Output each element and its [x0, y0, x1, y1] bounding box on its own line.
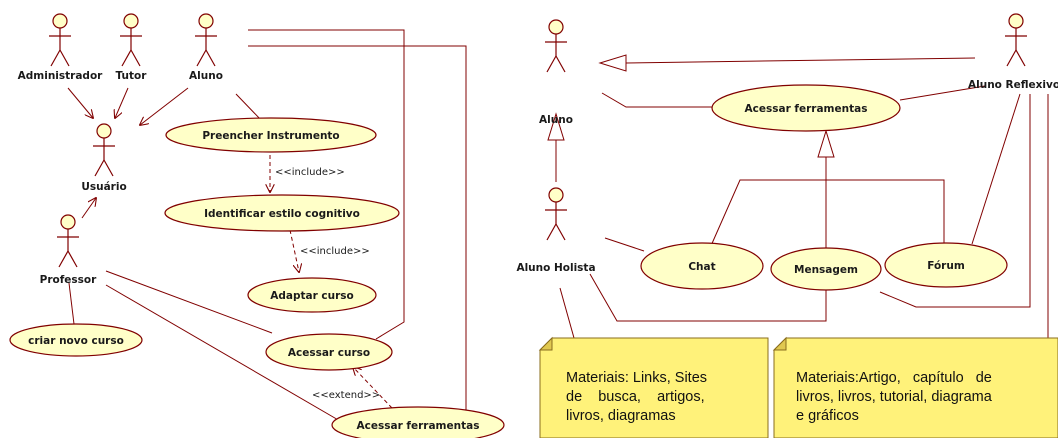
usecase-acessar-curso-label: Acessar curso	[288, 347, 370, 359]
actor-aluno-reflexivo-figure	[1005, 13, 1027, 67]
usecase-mensagem-label: Mensagem	[794, 264, 858, 276]
assoc-aluno-acessar-ferramentas-right	[601, 92, 712, 108]
left-usecases	[9, 117, 505, 438]
generalization-reflexivo-aluno	[625, 57, 976, 64]
usecase-preencher-instrumento[interactable]	[165, 117, 377, 153]
assoc-professor-usuario	[81, 198, 96, 219]
note-2-line-2: livros, livros, tutorial, diagrama	[796, 389, 993, 405]
generalization-holista-arrowhead	[547, 112, 565, 141]
actor-administrador-label: Administrador	[18, 70, 104, 82]
usecase-forum-label: Fórum	[927, 260, 965, 272]
usecase-criar-novo-curso[interactable]	[9, 323, 143, 357]
usecase-adaptar-label: Adaptar curso	[270, 290, 354, 302]
right-usecases	[640, 84, 1008, 291]
usecase-chat[interactable]	[640, 242, 764, 290]
right-actors	[545, 13, 1027, 241]
usecase-preencher-label: Preencher Instrumento	[202, 130, 339, 142]
actor-usuario-figure	[93, 123, 115, 177]
generalization-reflexivo-arrowhead	[598, 54, 627, 72]
note-2: Materiais:Artigo, capítulo de livros, li…	[772, 336, 1058, 438]
usecase-acessar-ferramentas-right[interactable]	[711, 84, 901, 132]
generalization-tools-arrowhead	[817, 129, 835, 158]
usecase-chat-label: Chat	[688, 261, 715, 273]
extend-label: <<extend>>	[312, 390, 380, 401]
actor-aluno-label: Aluno	[189, 70, 223, 82]
usecase-acessar-ferramentas-right-label: Acessar ferramentas	[745, 103, 868, 115]
include-2-label: <<include>>	[300, 246, 370, 257]
actor-usuario-label: Usuário	[81, 181, 126, 193]
usecase-identificar-label: Identificar estilo cognitivo	[204, 208, 360, 220]
extend-line	[353, 367, 393, 409]
generalization-forum-acessar	[826, 179, 945, 243]
actor-professor-label: Professor	[40, 274, 97, 286]
note-1-line-1: Materiais: Links, Sites	[566, 370, 707, 386]
assoc-reflexivo-mensagem	[879, 94, 1031, 308]
actor-aluno-holista-label: Aluno Holista	[516, 262, 595, 274]
note-1-fold	[538, 336, 553, 351]
usecase-acessar-ferramentas-left-label: Acessar ferramentas	[357, 420, 480, 432]
note-1-connector	[559, 287, 575, 339]
actor-administrador-figure	[49, 13, 71, 67]
note-1-line-3: livros, diagramas	[566, 408, 676, 424]
usecase-acessar-ferramentas-left[interactable]	[331, 406, 505, 438]
assoc-professor-acessar-ferramentas	[105, 284, 341, 422]
actor-aluno-right-figure	[545, 19, 567, 73]
note-1: Materiais: Links, Sites de busca, artigo…	[538, 287, 769, 438]
note-2-fold	[772, 336, 787, 351]
usecase-acessar-curso[interactable]	[265, 333, 393, 371]
generalization-chat-acessar	[709, 179, 826, 249]
assoc-aluno-usuario	[140, 87, 189, 125]
assoc-aluno-acessar-curso	[248, 29, 405, 340]
assoc-administrador-usuario	[67, 87, 93, 118]
usecase-criar-label: criar novo curso	[28, 335, 124, 347]
assoc-aluno-acessar-ferramentas	[248, 45, 467, 410]
usecase-forum[interactable]	[884, 242, 1008, 288]
assoc-holista-chat	[604, 237, 645, 252]
assoc-aluno-preencher	[235, 93, 263, 122]
assoc-tutor-usuario	[115, 87, 129, 118]
left-actors	[49, 13, 217, 268]
actor-professor-figure	[57, 214, 79, 268]
note-2-line-1: Materiais:Artigo, capítulo de	[796, 370, 992, 386]
assoc-reflexivo-acessar-ferramentas	[899, 85, 986, 101]
actor-aluno-holista-figure	[545, 187, 567, 241]
assoc-professor-criar	[68, 282, 75, 325]
assoc-reflexivo-forum	[971, 93, 1021, 245]
actor-aluno-figure	[195, 13, 217, 67]
note-1-line-2: de busca, artigos,	[566, 389, 705, 405]
actor-aluno-right-label: Aluno	[539, 114, 573, 126]
assoc-holista-mensagem	[589, 273, 827, 322]
actor-tutor-label: Tutor	[116, 70, 148, 82]
include-1-label: <<include>>	[275, 167, 345, 178]
note-2-line-3: e gráficos	[796, 408, 859, 424]
usecase-adaptar-curso[interactable]	[247, 277, 377, 313]
assoc-professor-acessar-curso	[105, 270, 273, 334]
left-diagram	[67, 29, 467, 422]
right-diagram	[547, 54, 1049, 338]
actor-tutor-figure	[120, 13, 142, 67]
usecase-mensagem[interactable]	[770, 247, 882, 291]
usecase-identificar-estilo[interactable]	[164, 194, 400, 232]
include-2-line	[289, 229, 299, 272]
actor-aluno-reflexivo-label: Aluno Reflexivo	[968, 79, 1058, 91]
